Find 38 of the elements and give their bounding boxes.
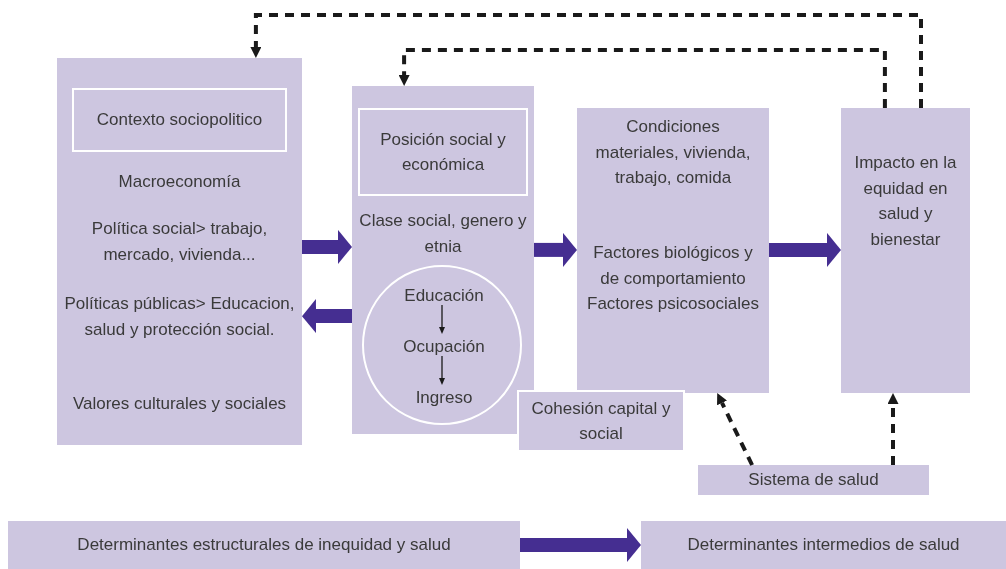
outlined-box (72, 88, 287, 152)
node-label: Clase social, genero y etnia (358, 210, 528, 258)
node-label: Condiciones materiales, vivienda, trabajo, comida (594, 116, 752, 189)
category-box (352, 86, 534, 434)
arrow (439, 355, 445, 385)
outlined-box (358, 108, 528, 196)
node-label: Determinantes estructurales de inequidad y salud (77, 534, 451, 557)
category-box (577, 108, 769, 393)
node-label: Valores culturales y sociales (71, 393, 288, 415)
node-label: Macroeconomía (117, 171, 242, 193)
node-label: Ingreso (415, 387, 473, 410)
node-label: Cohesión capital y social (530, 397, 672, 445)
category-box (698, 465, 929, 495)
arrow (439, 304, 445, 334)
node-label: Contexto sociopolitico (96, 109, 263, 132)
node-label: Factores biológicos y de comportamiento Factores psicosociales (586, 242, 760, 315)
block-arrow (302, 229, 352, 264)
block-arrow (302, 299, 353, 334)
block-arrow (534, 232, 577, 267)
dashed-arrow (398, 48, 887, 108)
outlined-box (517, 390, 685, 452)
category-box (841, 108, 970, 393)
node-label: Impacto en la equidad en salud y bienestar (853, 152, 958, 251)
node-label: Sistema de salud (748, 469, 879, 492)
category-box (641, 521, 1006, 569)
category-box (57, 58, 302, 445)
node-label: Ocupación (403, 336, 485, 359)
block-arrow (520, 528, 641, 562)
node-label: Política social> trabajo, mercado, vivienda... (90, 218, 269, 266)
dashed-arrow (887, 393, 899, 465)
block-arrow (769, 232, 841, 267)
node-label: Políticas públicas> Educacion, salud y protección social. (63, 293, 296, 341)
dashed-arrow (250, 13, 923, 108)
node-label: Educación (404, 285, 484, 308)
node-label: Determinantes intermedios de salud (687, 534, 960, 557)
node-label: Posición social y económica (379, 128, 507, 176)
dashed-arrow (717, 393, 754, 466)
category-box (8, 521, 520, 569)
